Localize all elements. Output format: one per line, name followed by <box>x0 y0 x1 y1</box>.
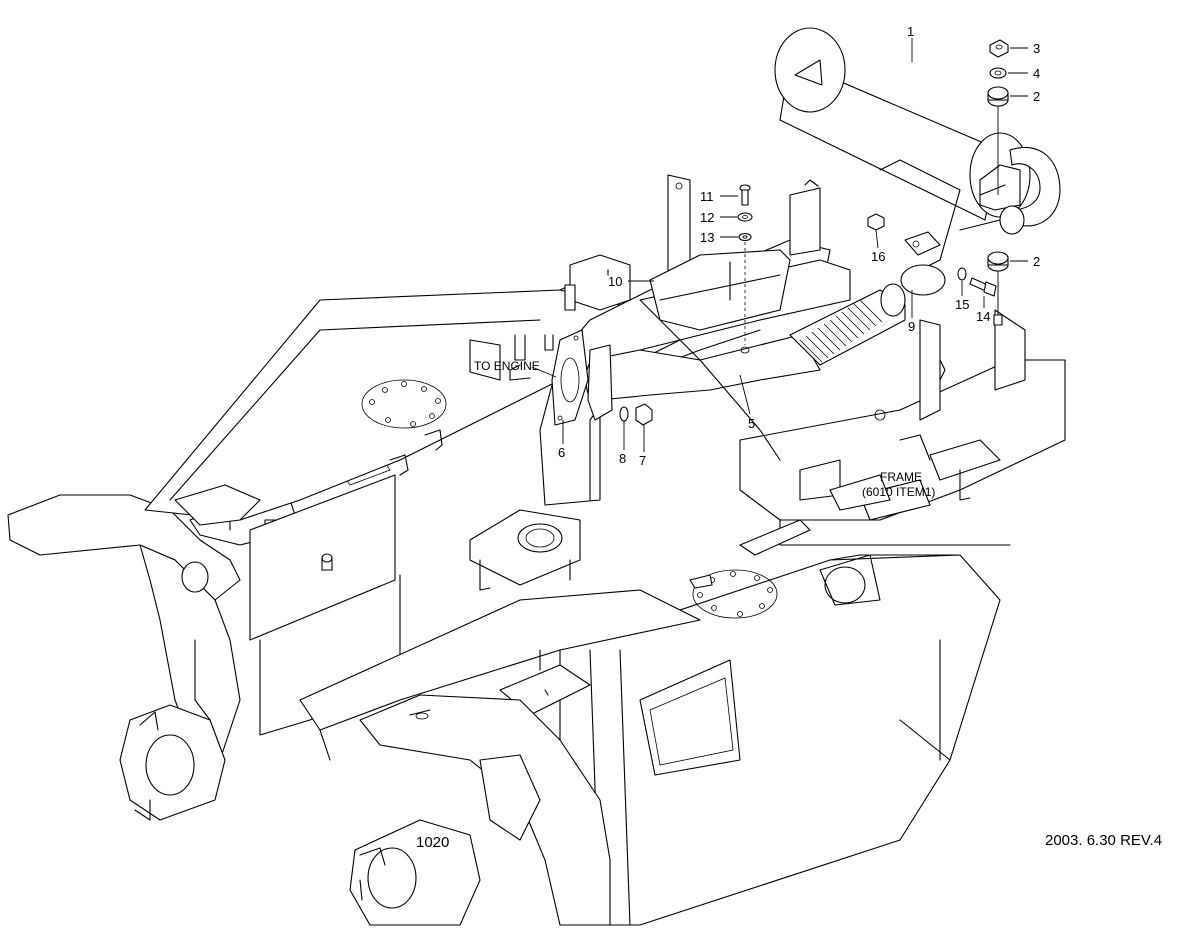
part-label-3: 3 <box>1033 41 1040 56</box>
bolt-circle-right <box>692 569 778 619</box>
part-label-6: 6 <box>558 445 565 460</box>
muffler <box>774 27 1061 235</box>
washer-8 <box>619 406 629 422</box>
part-label-13: 13 <box>700 230 714 245</box>
washer-12 <box>737 212 753 222</box>
part-label-16: 16 <box>871 249 885 264</box>
frame-label: FRAME <box>880 470 922 484</box>
bellows <box>799 299 883 363</box>
leader-lines <box>531 38 1028 452</box>
clamp <box>900 231 946 296</box>
part-label-5: 5 <box>748 416 755 431</box>
part-label-7: 7 <box>639 453 646 468</box>
rubber-mount-lower <box>987 251 1009 272</box>
part-label-8: 8 <box>619 451 626 466</box>
part-label-12: 12 <box>700 210 714 225</box>
gasket <box>551 329 589 426</box>
part-number-labels: 1 3 4 2 2 11 12 13 10 16 9 15 14 5 6 8 7 <box>558 24 1040 468</box>
nut-3 <box>989 39 1009 58</box>
frame-top-deck <box>144 282 661 526</box>
frame-ref-label: (6010 ITEM1) <box>862 485 935 499</box>
washer-15 <box>957 267 967 281</box>
bolt-11 <box>739 184 751 206</box>
part-label-9: 9 <box>908 319 915 334</box>
washer-4 <box>989 67 1007 79</box>
part-label-15: 15 <box>955 297 969 312</box>
flange <box>587 344 613 421</box>
nut-7 <box>635 403 653 426</box>
bolt-circle-left <box>361 379 447 429</box>
part-label-2: 2 <box>1033 254 1040 269</box>
rubber-mount-top <box>987 86 1009 107</box>
part-label-11: 11 <box>700 189 714 204</box>
part-label-1: 1 <box>907 24 914 39</box>
frame-left-arm <box>7 454 401 821</box>
revision-label: 2003. 6.30 REV.4 <box>1045 832 1162 849</box>
drawing-number: 1020 <box>416 834 449 851</box>
part-label-10: 10 <box>608 274 622 289</box>
part-label-14: 14 <box>976 309 990 324</box>
part-label-2: 2 <box>1033 89 1040 104</box>
nut-16 <box>867 213 885 231</box>
bolt-14 <box>969 277 997 297</box>
exhaust-pipe <box>585 283 906 461</box>
to-engine-label: TO ENGINE <box>474 359 540 373</box>
muffler-bracket <box>879 159 1001 271</box>
washer-13 <box>738 232 752 242</box>
frame-body <box>559 554 1001 926</box>
frame-cross-member <box>299 509 701 761</box>
part-label-4: 4 <box>1033 66 1040 81</box>
frame-front-arm <box>349 694 611 926</box>
pipe-bracket <box>649 174 821 331</box>
